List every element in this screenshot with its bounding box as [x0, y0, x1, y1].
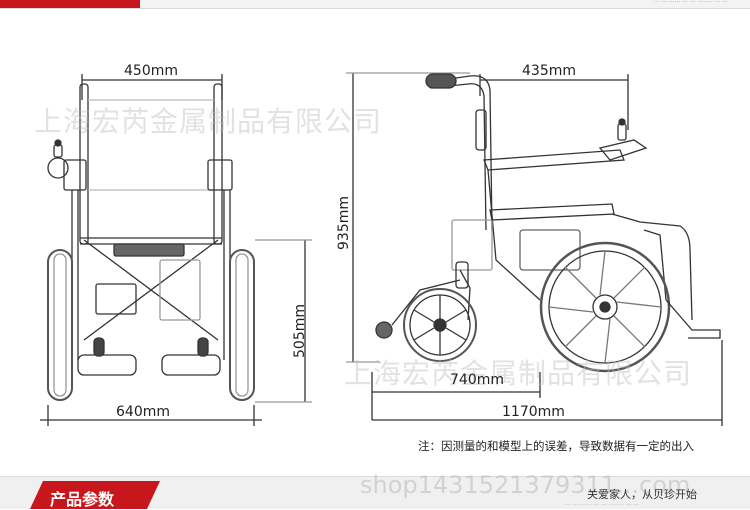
dim-front-total-width: 640mm [116, 404, 170, 420]
dim-side-total-length: 1170mm [502, 404, 565, 420]
slogan: 关爱家人，从贝珍开始 [587, 488, 697, 501]
watermark-top: 上海宏芮金属制品有限公司 [34, 105, 383, 138]
dim-front-width: 450mm [124, 63, 178, 79]
watermark-bottom: 上海宏芮金属制品有限公司 [344, 357, 693, 390]
front-view [40, 74, 312, 426]
top-red-bar [0, 0, 140, 8]
dim-side-height: 935mm [336, 196, 352, 250]
dim-front-height: 505mm [292, 304, 308, 358]
section-tab [30, 481, 160, 509]
slogan-subtext: ··· ··· ······ ··· ··· ········ ··· ··· [565, 502, 640, 509]
dim-side-wheelbase: 740mm [450, 372, 504, 388]
footer-bar: shop1431521379311...com 产品参数 关爱家人，从贝珍开始 … [0, 471, 750, 509]
top-strip: ··· ··· ······ ··· ··· ········ ··· ··· [0, 0, 750, 9]
section-tab-label: 产品参数 [50, 490, 115, 509]
dim-side-width: 435mm [522, 63, 576, 79]
top-tiny-text: ··· ··· ······ ··· ··· ········ ··· ··· [653, 0, 728, 6]
shop-watermark: shop1431521379311...com [360, 471, 691, 499]
measurement-note: 注：因测量的和模型上的误差，导致数据有一定的出入 [418, 439, 694, 453]
side-view [346, 72, 723, 426]
